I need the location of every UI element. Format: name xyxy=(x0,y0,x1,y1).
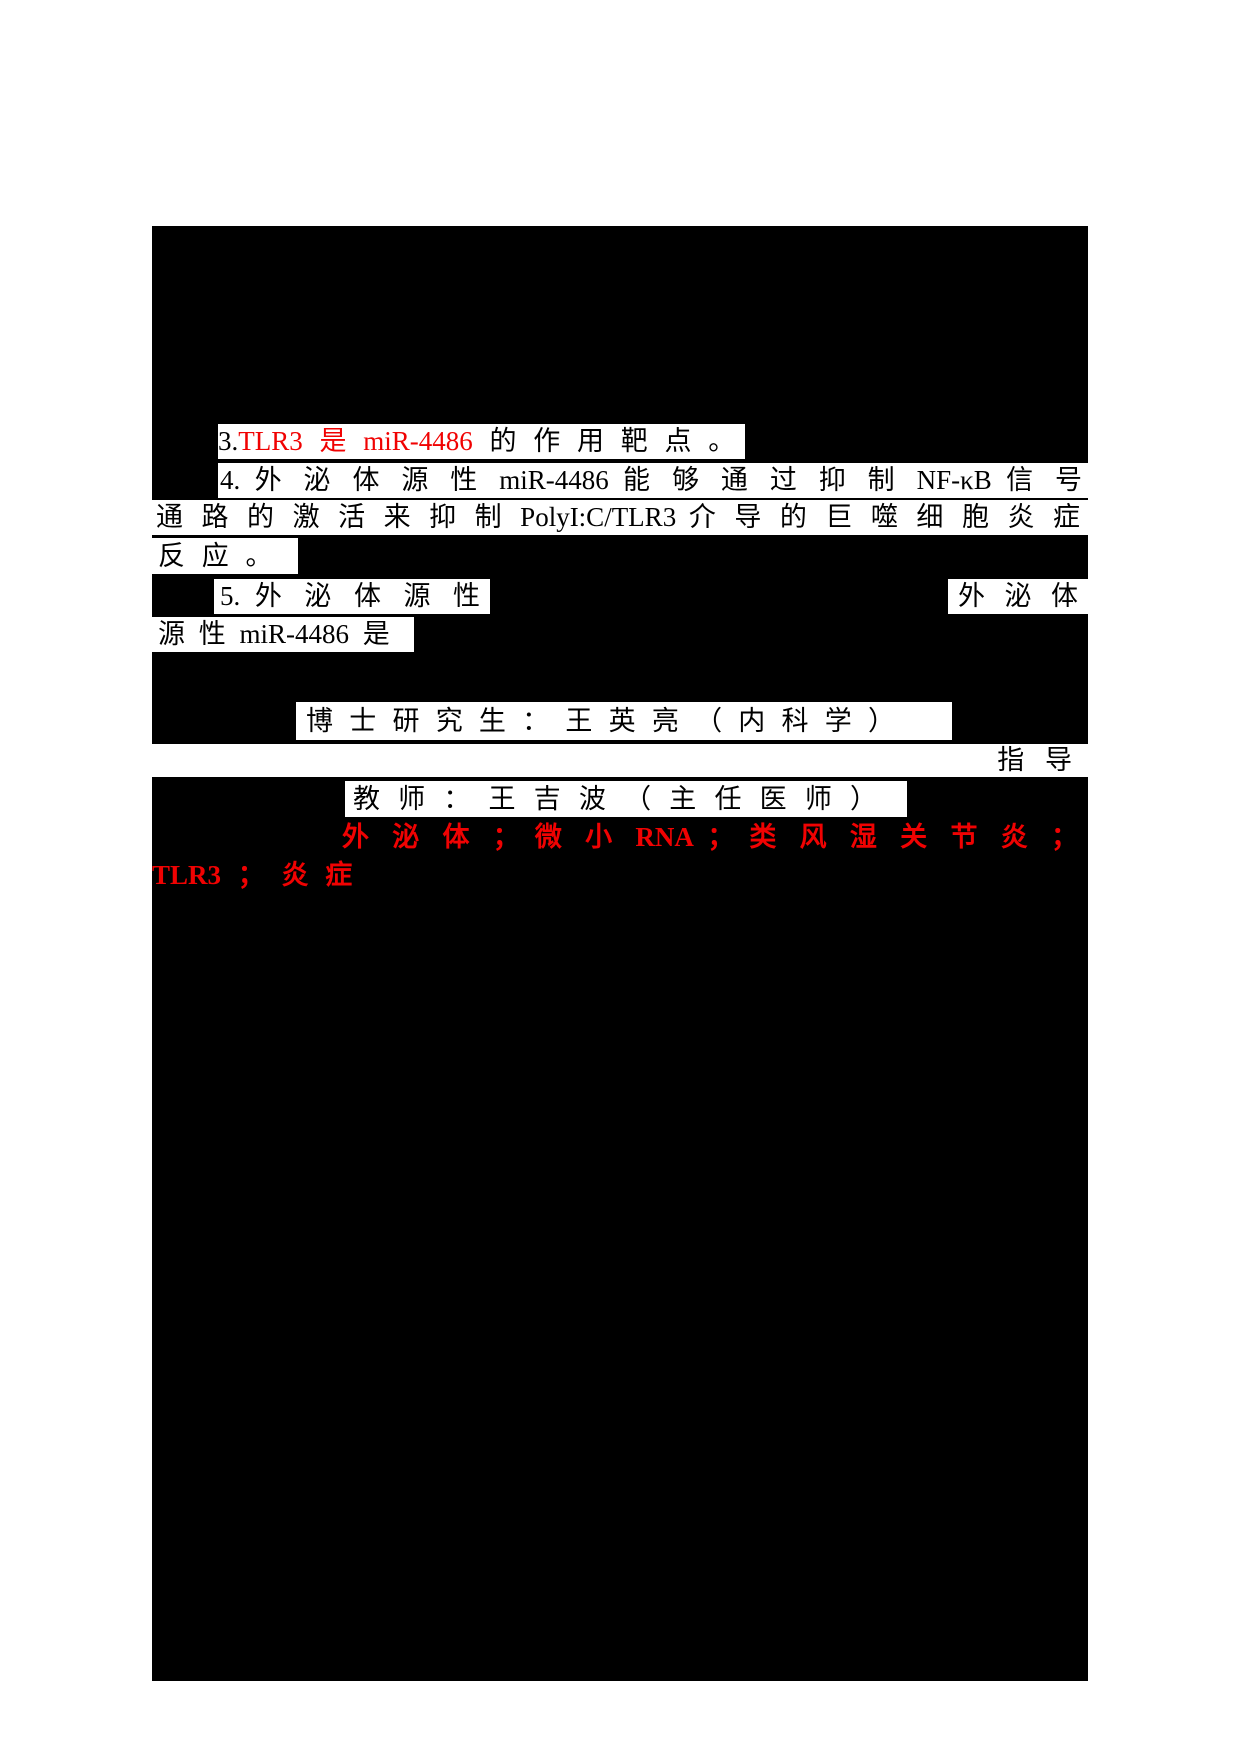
abstract-finding-4-line1: 4. 外 泌 体 源 性 miR-4486 能 够 通 过 抑 制 NF-κB … xyxy=(218,463,1088,498)
finding-3-black-text: 的 作 用 靶 点 。 xyxy=(489,426,736,456)
abstract-finding-5-line2: 源 性 miR-4486 是 xyxy=(152,617,414,652)
abstract-finding-4-line2: 通 路 的 激 活 来 抑 制 PolyI:C/TLR3 介 导 的 巨 噬 细… xyxy=(152,500,1088,535)
abstract-finding-4-line3: 反 应 。 xyxy=(152,538,298,574)
abstract-finding-5-line1-right: 外 泌 体 xyxy=(948,579,1088,614)
abstract-finding-3: 3.TLR3 是 miR-4486 的 作 用 靶 点 。 xyxy=(218,424,745,459)
keywords-line2: TLR3 ； 炎 症 xyxy=(152,860,353,890)
keywords-line1: 外 泌 体 ； 微 小 RNA ； 类 风 湿 关 节 炎 ； xyxy=(342,822,1078,852)
finding-3-red-text: TLR3 是 miR-4486 xyxy=(238,426,473,456)
supervisor-lead-bar: 指 导 xyxy=(152,744,1088,777)
supervisor-line: 教 师 ： 王 吉 波 （ 主 任 医 师 ） xyxy=(345,781,907,817)
abstract-finding-5-line1-left: 5. 外 泌 体 源 性 xyxy=(214,579,490,614)
student-line: 博 士 研 究 生 ： 王 英 亮 （ 内 科 学 ） xyxy=(296,702,952,740)
finding-3-number: 3. xyxy=(218,426,239,456)
